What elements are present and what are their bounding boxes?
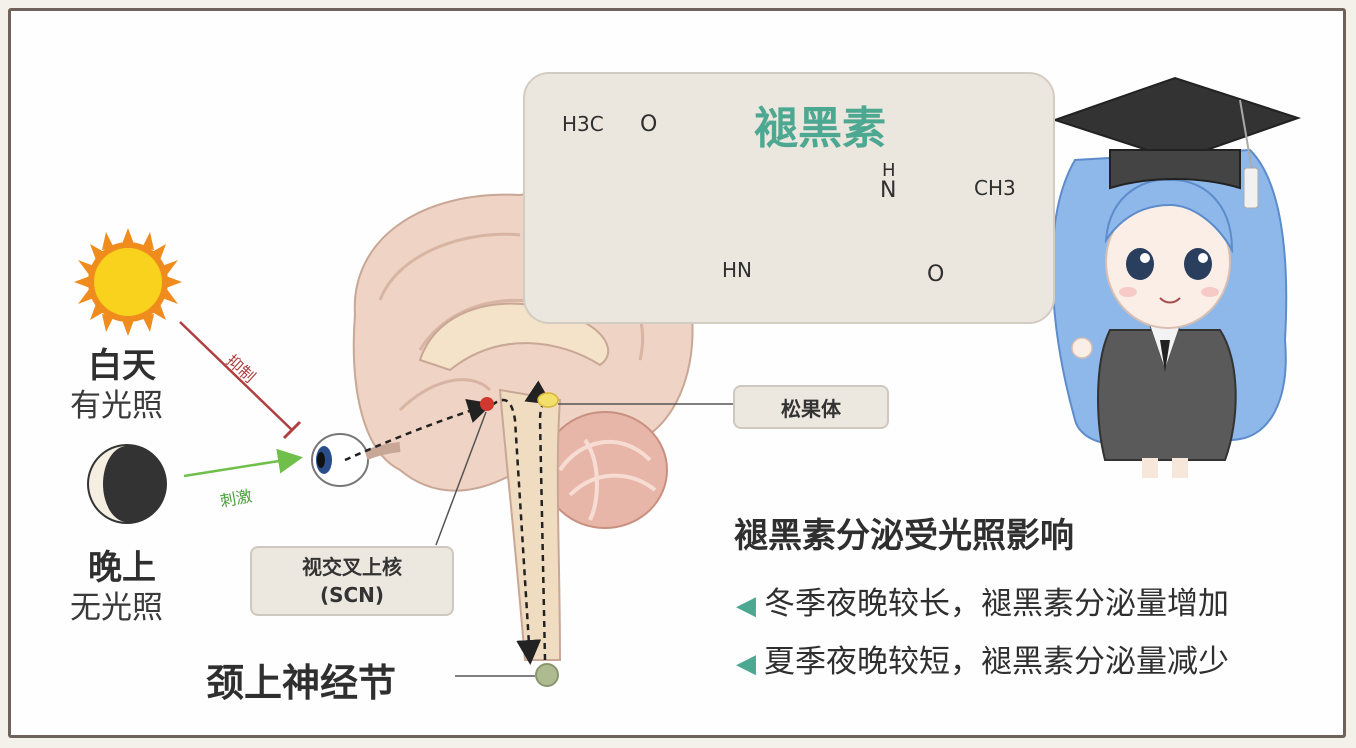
fact-item-summer-text: 夏季夜晚较短，褪黑素分泌量减少 — [764, 644, 1229, 680]
scn-dot — [480, 397, 494, 411]
inhibit-line — [179, 321, 293, 431]
pineal-gland — [537, 392, 559, 408]
graduate-character — [1019, 76, 1302, 478]
atom-nh-h: H — [882, 160, 896, 181]
facts-title: 褪黑素分泌受光照影响 — [734, 516, 1074, 556]
scn-label: 视交叉上核 (SCN) — [250, 546, 454, 616]
atom-hn-ring: HN — [722, 258, 752, 282]
fact-item-winter-text: 冬季夜晚较长，褪黑素分泌量增加 — [764, 586, 1229, 622]
pathway-scn-to-ganglion — [491, 398, 542, 665]
atom-methyl-right: CH3 — [974, 176, 1016, 200]
ganglion-node — [535, 663, 559, 687]
stimulate-arrow — [183, 448, 303, 478]
night-title: 晚上 — [88, 548, 156, 588]
moon-icon — [87, 444, 167, 524]
sun-icon — [74, 228, 182, 336]
atom-methyl-left: H3C — [562, 112, 604, 136]
pineal-label: 松果体 — [733, 385, 889, 429]
atom-oxygen-ether: O — [640, 112, 658, 137]
atom-oxygen-carbonyl: O — [927, 262, 945, 287]
atom-nh-n: N — [880, 178, 897, 203]
scn-leader — [435, 411, 487, 546]
day-subtitle: 有光照 — [70, 388, 163, 424]
fact-item-summer: ◀ 夏季夜晚较短，褪黑素分泌量减少 — [736, 636, 1229, 681]
fact-item-winter: ◀ 冬季夜晚较长，褪黑素分泌量增加 — [736, 578, 1229, 623]
molecule-title: 褪黑素 — [754, 103, 886, 154]
molecule-panel — [523, 72, 1055, 324]
day-title: 白天 — [88, 346, 156, 386]
pathway-eye-to-scn — [344, 399, 493, 462]
night-subtitle: 无光照 — [70, 590, 163, 626]
scn-label-line2: (SCN) — [319, 583, 385, 607]
inhibit-bar — [282, 420, 302, 440]
triangle-left-icon: ◀ — [736, 591, 756, 621]
triangle-left-icon: ◀ — [736, 649, 756, 679]
ganglion-label: 颈上神经节 — [206, 661, 397, 705]
pineal-label-text: 松果体 — [781, 396, 841, 421]
scn-label-line1: 视交叉上核 — [302, 555, 402, 579]
